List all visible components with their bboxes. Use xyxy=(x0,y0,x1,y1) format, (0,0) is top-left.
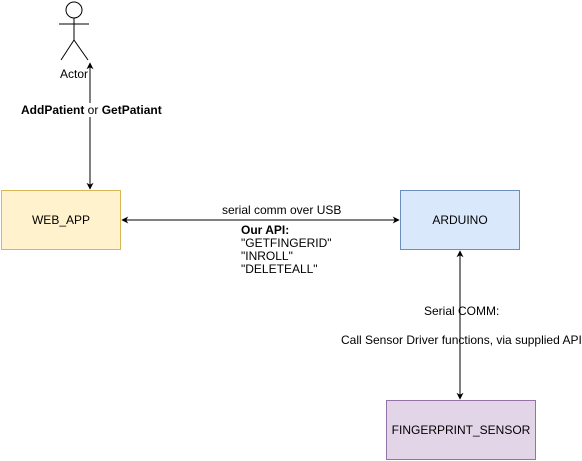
api-item: "GETFINGERID" xyxy=(241,236,332,250)
api-item: "DELETEALL" xyxy=(241,262,318,276)
node-web-app-label: WEB_APP xyxy=(31,213,91,227)
node-fingerprint-sensor-label: FINGERPRINT_SENSOR xyxy=(391,423,531,437)
api-item: "INROLL" xyxy=(241,249,293,263)
actor-right-leg xyxy=(73,39,89,61)
edge-label-getpatiant: GetPatiant xyxy=(101,103,162,117)
actor-head xyxy=(65,1,83,19)
api-title: Our API: xyxy=(241,223,290,237)
edge-label-actor-webapp: AddPatient or GetPatiant xyxy=(21,103,162,117)
api-list: Our API: "GETFINGERID" "INROLL" "DELETEA… xyxy=(241,224,332,276)
node-arduino[interactable]: ARDUINO xyxy=(400,190,520,250)
edge-label-addpatient: AddPatient xyxy=(21,103,85,117)
actor-figure[interactable] xyxy=(59,1,89,61)
node-fingerprint-sensor[interactable]: FINGERPRINT_SENSOR xyxy=(386,400,536,460)
edge-label-or: or xyxy=(84,103,102,117)
edge-label-serial-comm: Serial COMM: xyxy=(424,304,500,318)
actor-left-leg xyxy=(60,39,75,61)
edge-label-serial-usb: serial comm over USB xyxy=(222,203,342,217)
node-arduino-label: ARDUINO xyxy=(432,213,488,227)
actor-label: Actor xyxy=(59,67,88,81)
edge-label-call-sensor: Call Sensor Driver functions, via suppli… xyxy=(341,333,582,347)
node-web-app[interactable]: WEB_APP xyxy=(1,190,121,250)
